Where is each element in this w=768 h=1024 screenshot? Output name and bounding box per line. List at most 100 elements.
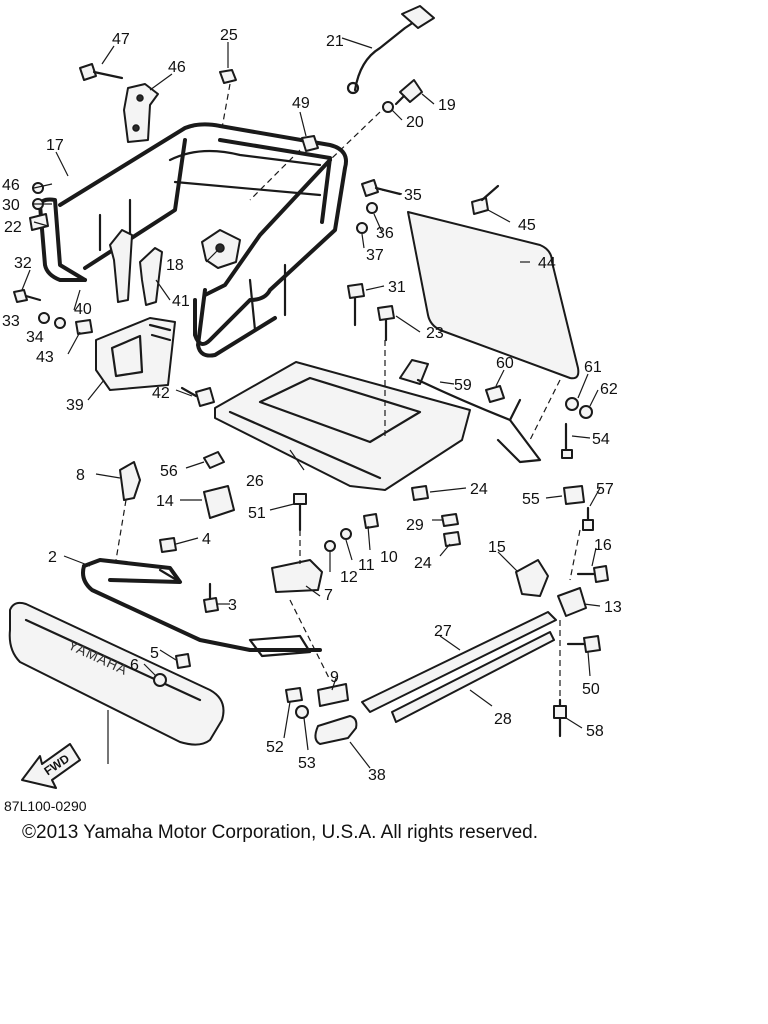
callout-58: 58 (586, 723, 604, 740)
callout-4: 4 (202, 531, 211, 548)
callout-59: 59 (454, 377, 472, 394)
bolt-48 (79, 63, 124, 81)
callout-24: 24 (470, 481, 488, 498)
bracket-8 (119, 461, 141, 501)
pad-38 (314, 715, 358, 745)
callout-numbers: 47 46 25 21 49 19 20 17 46 46 30 22 32 4… (2, 27, 622, 784)
callout-44: 44 (538, 255, 556, 272)
leader-lines (21, 37, 601, 769)
callout-9: 9 (330, 669, 339, 686)
callout-16: 16 (594, 537, 612, 554)
callout-11: 11 (358, 557, 375, 574)
callout-31: 31 (388, 279, 406, 296)
callout-26: 26 (246, 473, 264, 490)
callout-14: 14 (156, 493, 174, 510)
callout-34: 34 (26, 329, 44, 346)
callout-10: 10 (380, 549, 398, 566)
bolt-50 (566, 635, 601, 653)
callout-37: 37 (366, 247, 384, 264)
callout-25: 25 (220, 27, 238, 44)
side-panel-39 (95, 317, 176, 391)
strip-27 (361, 611, 557, 713)
strip-28 (391, 631, 555, 723)
callout-13: 13 (604, 599, 622, 616)
bolt-42 (180, 386, 215, 407)
washer-20 (382, 101, 394, 113)
callout-7: 7 (324, 587, 333, 604)
callout-53: 53 (298, 755, 316, 772)
callout-61: 61 (584, 359, 602, 376)
callout-54: 54 (592, 431, 610, 448)
callout-5: 5 (150, 645, 159, 662)
bolt-16 (576, 565, 609, 583)
callout-46-label: 46 (2, 177, 20, 194)
bolt-3 (203, 582, 219, 613)
callout-15: 15 (488, 539, 506, 556)
rivet-58 (553, 698, 567, 738)
callout-17: 17 (46, 137, 64, 154)
callout-48: 47 (112, 31, 130, 48)
callout-55: 55 (522, 491, 540, 508)
callout-35: 35 (404, 187, 422, 204)
callout-57: 57 (596, 481, 614, 498)
bracket-13 (557, 587, 587, 617)
copyright-notice: ©2013 Yamaha Motor Corporation, U.S.A. A… (22, 822, 538, 843)
parts-diagram: FWD YAMAHA (2, 5, 622, 789)
callout-18: 18 (166, 257, 184, 274)
callout-2: 2 (48, 549, 57, 566)
callout-52: 52 (266, 739, 284, 756)
callout-20: 20 (406, 114, 424, 131)
callout-56: 56 (160, 463, 178, 480)
callout-19: 19 (438, 97, 456, 114)
callout-12: 12 (340, 569, 358, 586)
callout-36: 36 (376, 225, 394, 242)
callout-29: 29 (406, 517, 424, 534)
tee-55 (563, 485, 585, 505)
washers-61-62 (565, 397, 593, 419)
callout-47: 46 (168, 59, 186, 76)
callout-49: 49 (292, 95, 310, 112)
callout-40: 40 (74, 301, 92, 318)
washers-10-11-12 (324, 513, 379, 552)
callout-50: 50 (582, 681, 600, 698)
rivet-57 (582, 506, 594, 531)
callout-28: 28 (494, 711, 512, 728)
bracket-7 (271, 559, 323, 593)
block-14 (203, 485, 235, 519)
nut-4 (159, 537, 177, 553)
callout-60: 60 (496, 355, 514, 372)
bolt-51 (293, 493, 307, 532)
bracket-9 (317, 683, 349, 707)
callout-30: 30 (2, 197, 20, 214)
nuts-24-29 (411, 485, 461, 547)
panel-44 (407, 211, 580, 380)
callout-24b: 24 (414, 555, 432, 572)
callout-38: 38 (368, 767, 386, 784)
bracket-15 (515, 559, 549, 597)
plug-56 (203, 451, 225, 469)
rivet-54 (561, 422, 573, 459)
bumper-cover (8, 601, 225, 746)
washer-53 (295, 705, 309, 719)
callout-6: 6 (130, 657, 139, 674)
bolt-31 (347, 283, 365, 327)
callout-33: 33 (2, 313, 20, 330)
callout-51: 51 (248, 505, 266, 522)
callout-3: 3 (228, 597, 237, 614)
clamp-brackets (109, 229, 241, 306)
nut-49 (301, 135, 319, 152)
callout-22: 22 (4, 219, 22, 236)
grommet-52 (285, 687, 303, 703)
callout-62: 62 (600, 381, 618, 398)
callout-39: 39 (66, 397, 84, 414)
floor-plate-26 (214, 340, 471, 491)
nut-25 (219, 69, 237, 84)
bolt-60 (485, 385, 505, 403)
rear-bracket (123, 83, 159, 143)
step-bracket-59 (399, 359, 542, 464)
callout-8: 8 (76, 467, 85, 484)
callout-41: 41 (172, 293, 190, 310)
fwd-arrow-icon: FWD (21, 743, 81, 789)
bolt-19 (394, 79, 423, 106)
callout-45: 45 (518, 217, 536, 234)
